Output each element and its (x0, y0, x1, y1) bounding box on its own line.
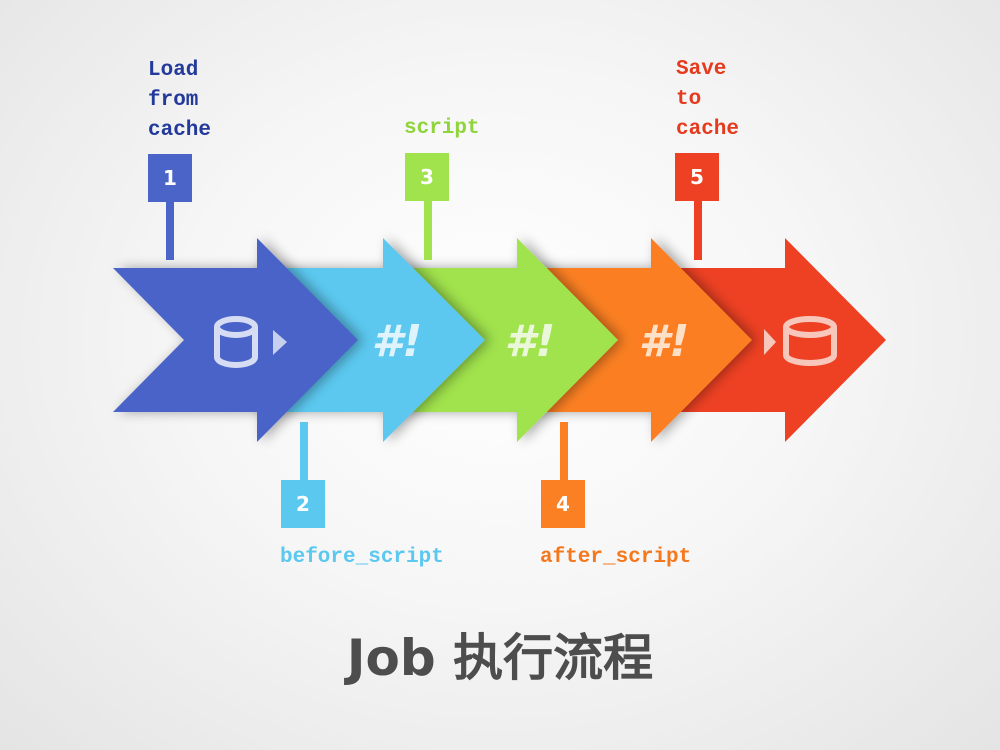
shebang-icon: #! (639, 316, 690, 367)
step-4-connector (560, 422, 568, 484)
step-3-badge: 3 (405, 153, 449, 201)
step-3-label: script (404, 117, 480, 140)
arrow-before-script: #! (255, 238, 485, 442)
arrow-load-cache (113, 238, 358, 442)
step-5-label: Save to cache (676, 58, 740, 141)
page-title: Job 执行流程 (346, 629, 654, 687)
step-3-connector (424, 200, 432, 260)
step-4-badge: 4 (541, 480, 585, 528)
step-2-connector (300, 422, 308, 484)
arrow-script: #! (385, 238, 618, 442)
step-1-badge: 1 (148, 154, 192, 202)
step-4-label: after_script (540, 546, 692, 569)
arrow-after-script: #! (520, 238, 752, 442)
step-2-label: before_script (280, 546, 444, 569)
step-1-label: Load from cache (148, 59, 212, 142)
step-5-connector (694, 200, 702, 260)
database-icon (214, 316, 258, 368)
shebang-icon: #! (505, 316, 556, 367)
step-2-badge: 2 (281, 480, 325, 528)
arrow-save-cache (650, 238, 886, 442)
step-1-connector (166, 200, 174, 260)
step-5-badge: 5 (675, 153, 719, 201)
shebang-icon: #! (372, 316, 423, 367)
play-icon (764, 329, 776, 355)
database-icon (783, 316, 837, 366)
play-icon (273, 330, 287, 355)
